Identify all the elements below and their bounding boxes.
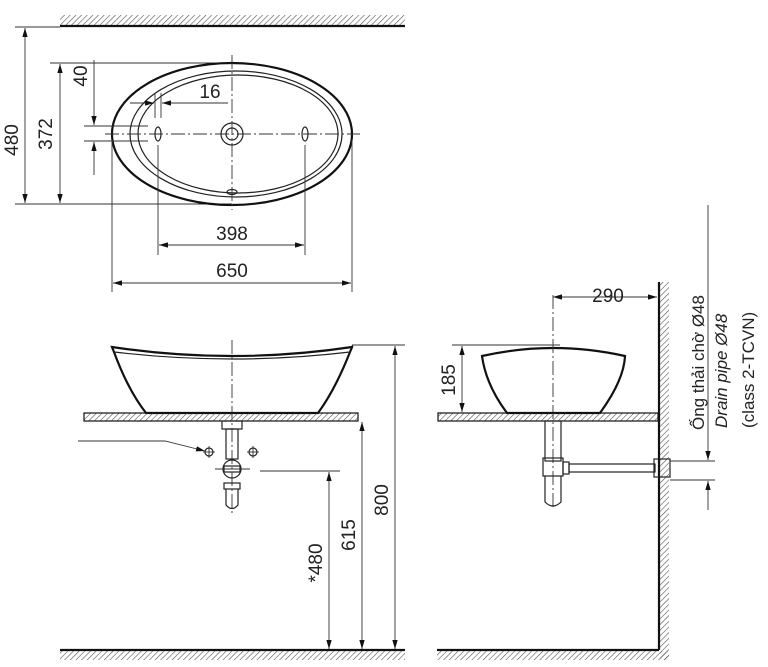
- top-wall-hatch: [60, 15, 405, 25]
- dim-480-overall-depth: 480: [2, 124, 23, 156]
- floor-side-hatch: [437, 651, 669, 660]
- countertop: [83, 412, 359, 422]
- dim-800-total-height: 800: [372, 484, 393, 516]
- dim-290-wall-distance: 290: [592, 286, 624, 307]
- dim-398-hole-spacing: 398: [216, 224, 248, 245]
- dim-16-hole-width: 16: [199, 82, 220, 103]
- dim-480-drain-height: *480: [306, 543, 327, 582]
- wall-hatch: [660, 282, 669, 660]
- drain-hole: [220, 122, 244, 146]
- side-view: 290 185 Ống thải chờ Ø48 Drain pipe Ø48 …: [437, 205, 758, 660]
- dim-372-bowl-depth: 372: [36, 118, 57, 150]
- basin-side-profile: [480, 346, 627, 415]
- drain-note-vietnamese: Ống thải chờ Ø48: [688, 295, 708, 430]
- dim-615-counter-height: 615: [339, 519, 360, 551]
- drain-note-english: Drain pipe Ø48: [712, 313, 731, 428]
- dim-40-offset: 40: [71, 65, 92, 86]
- basin-front-profile: [110, 345, 354, 415]
- floor-front-hatch: [60, 651, 405, 660]
- countertop-side: [437, 412, 659, 422]
- dim-650-overall-width: 650: [216, 261, 248, 282]
- drain-note-class: (class 2-TCVN): [739, 312, 758, 428]
- dim-185-bowl-height: 185: [439, 364, 460, 396]
- top-view: 480 372 40 16 398 650: [2, 15, 405, 292]
- front-view: 800 615 *480: [60, 340, 405, 660]
